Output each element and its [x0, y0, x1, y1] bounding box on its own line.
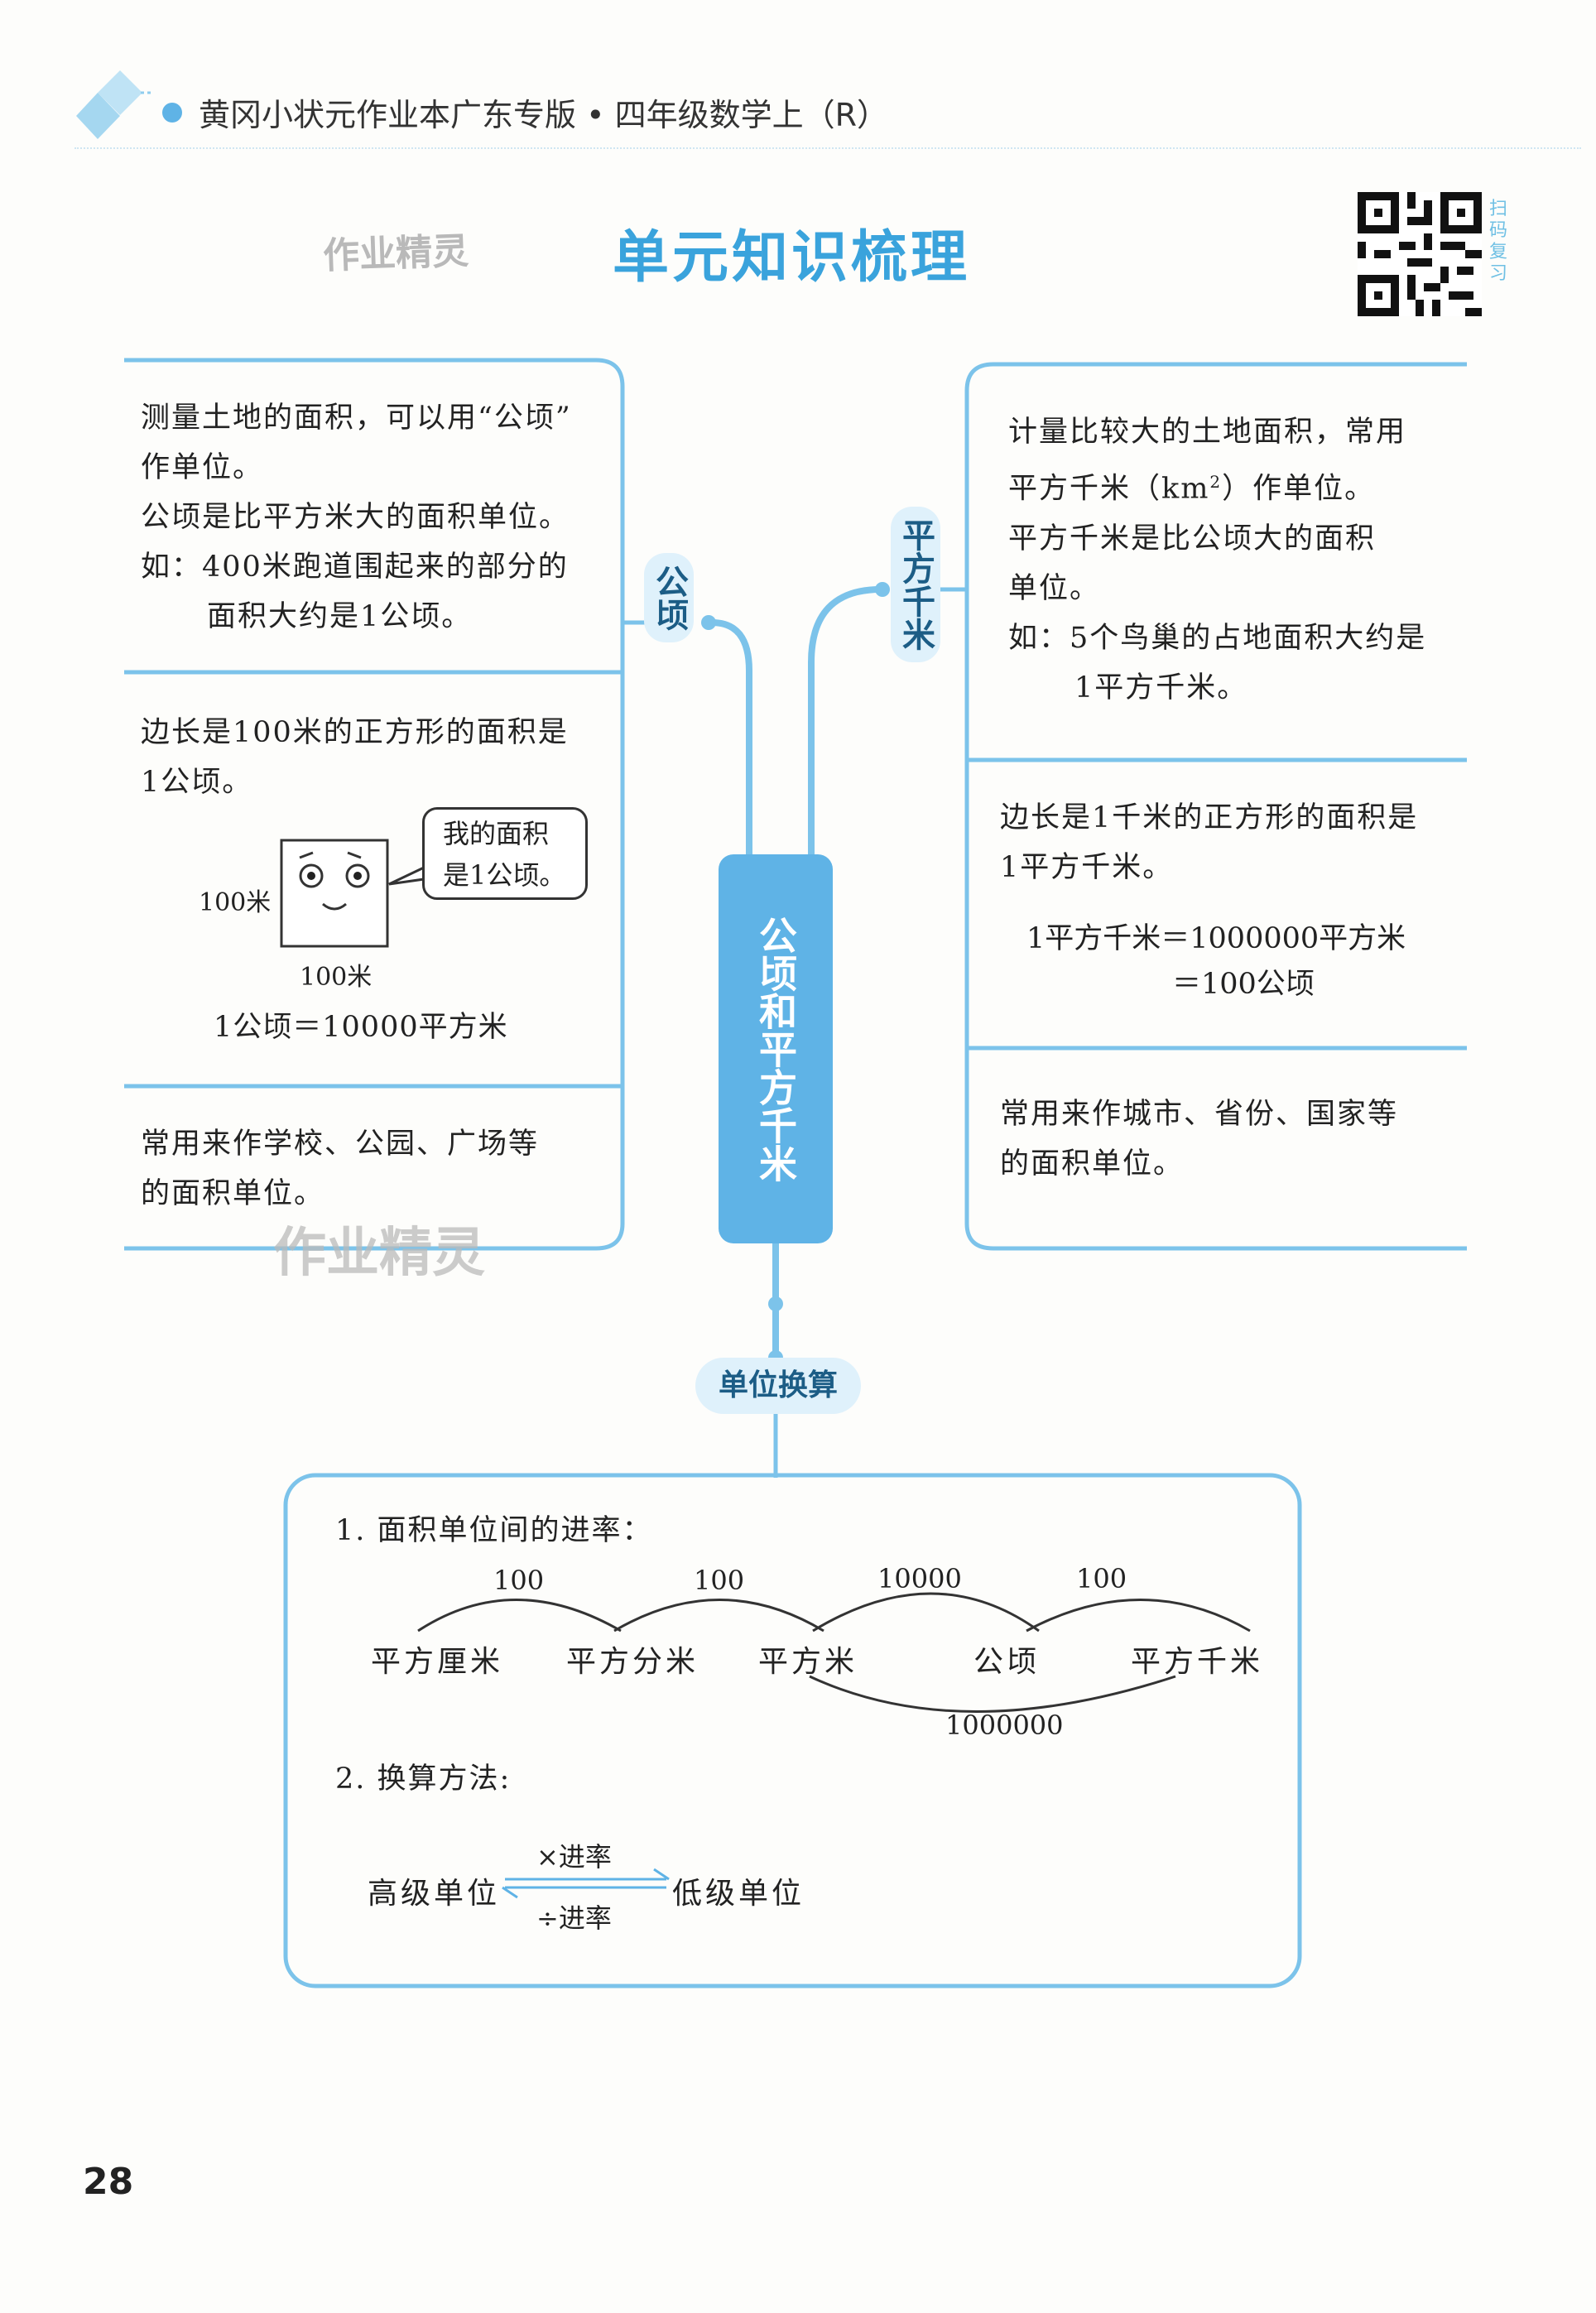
qr-caption-char: 习	[1488, 263, 1507, 284]
left-box-definition: 测量土地的面积，可以用“公顷” 作单位。 公顷是比平方米大的面积单位。 如：40…	[141, 393, 604, 642]
header-divider	[75, 147, 1581, 149]
branch-label-hectare: 公顷	[644, 553, 694, 642]
text-line: 常用来作城市、省份、国家等	[1000, 1098, 1399, 1131]
center-node: 公顷和平方千米	[719, 854, 833, 1243]
right-box-definition: 计量比较大的土地面积，常用 平方千米（km2）作单位。 平方千米是比公顷大的面积…	[1008, 407, 1472, 713]
divide-rate-label: ÷进率	[536, 1902, 612, 1934]
conversion-arrows-icon	[502, 1868, 670, 1899]
watermark-mid: 作业精灵	[273, 1223, 485, 1284]
right-box-square: 边长是1千米的正方形的面积是 1平方千米。	[1000, 793, 1464, 892]
square-side-bottom-label: 100米	[300, 963, 373, 992]
unit-hectare: 公顷	[973, 1645, 1041, 1679]
text-line: 如：5个鸟巢的占地面积大约是	[1008, 621, 1427, 655]
header-diamond-icon	[76, 70, 182, 139]
branch-label-hectare-text: 公顷	[650, 565, 688, 631]
text-line: 计量比较大的土地面积，常用	[1008, 416, 1407, 449]
text-line: 的面积单位。	[141, 1177, 325, 1210]
left-box-usage: 常用来作学校、公园、广场等 的面积单位。	[141, 1119, 604, 1219]
unit-sq-dm: 平方分米	[566, 1645, 699, 1679]
unit-conversion-label: 单位换算	[695, 1358, 861, 1414]
qr-caption-char: 码	[1488, 220, 1507, 241]
qr-caption-char: 复	[1488, 242, 1507, 262]
unit-sq-km: 平方千米	[1131, 1645, 1264, 1679]
bubble-line: 我的面积	[443, 818, 550, 849]
multiply-rate-label: ×进率	[536, 1841, 612, 1873]
text-span: ）作单位。	[1222, 472, 1376, 506]
text-line: 平方千米是比公顷大的面积	[1008, 522, 1377, 555]
unit-sq-cm: 平方厘米	[371, 1645, 504, 1679]
header-title: 黄冈小状元作业本广东专版 • 四年级数学上（R）	[199, 97, 888, 133]
high-unit-label: 高级单位	[368, 1877, 501, 1911]
superscript: 2	[1209, 472, 1223, 492]
bubble-line: 是1公顷。	[443, 859, 566, 891]
section-title: 单元知识梳理	[613, 225, 971, 291]
right-box-usage: 常用来作城市、省份、国家等 的面积单位。	[1000, 1089, 1464, 1189]
qr-code-icon[interactable]	[1358, 192, 1482, 316]
left-box-square: 边长是100米的正方形的面积是 1公顷。	[141, 708, 604, 807]
watermark-top: 作业精灵	[322, 229, 469, 278]
rate-long-label: 1000000	[945, 1710, 1064, 1741]
square-face-illustration	[280, 839, 389, 948]
text-span: 平方千米（km	[1008, 472, 1210, 506]
rate-label: 10000	[877, 1563, 962, 1594]
qr-caption: 扫 码 复 习	[1486, 199, 1511, 285]
qr-caption-char: 扫	[1488, 199, 1507, 219]
text-line: 1平方千米。	[1074, 671, 1248, 704]
text-line: 边长是100米的正方形的面积是	[141, 716, 569, 749]
text-line: 边长是1千米的正方形的面积是	[1000, 801, 1419, 834]
sq-km-equation-1: 1平方千米＝1000000平方米	[1026, 922, 1406, 955]
low-unit-label: 低级单位	[672, 1877, 805, 1911]
text-line: 平方千米（km2）作单位。	[1008, 457, 1472, 514]
text-line: 作单位。	[141, 451, 264, 484]
rate-arcs	[417, 1592, 1251, 1713]
text-line: 1公顷。	[141, 766, 253, 799]
text-line: 1平方千米。	[1000, 851, 1174, 884]
method-title: 2. 换算方法:	[335, 1762, 512, 1796]
hectare-equation: 1公顷＝10000平方米	[214, 1011, 508, 1044]
page-number: 28	[83, 2161, 134, 2203]
rate-label: 100	[1076, 1563, 1127, 1594]
branch-label-sq-km-text: 平方千米	[897, 518, 935, 651]
speech-bubble: 我的面积 是1公顷。	[422, 807, 588, 900]
sq-km-equation-2: ＝100公顷	[1172, 968, 1315, 1001]
unit-sq-m: 平方米	[758, 1645, 858, 1679]
rate-label: 100	[493, 1565, 545, 1596]
text-line: 测量土地的面积，可以用“公顷”	[141, 402, 572, 435]
text-line: 公顷是比平方米大的面积单位。	[141, 501, 570, 534]
text-line: 面积大约是1公顷。	[207, 600, 473, 633]
rate-label: 100	[694, 1565, 745, 1596]
text-line: 单位。	[1008, 571, 1101, 605]
text-line: 的面积单位。	[1000, 1147, 1185, 1181]
center-node-text: 公顷和平方千米	[753, 916, 798, 1182]
text-line: 常用来作学校、公园、广场等	[141, 1128, 540, 1161]
branch-label-sq-km: 平方千米	[891, 507, 940, 662]
text-line: 如：400米跑道围起来的部分的	[141, 551, 569, 584]
rates-title: 1. 面积单位间的进率：	[335, 1514, 653, 1547]
square-side-left-label: 100米	[199, 888, 272, 917]
